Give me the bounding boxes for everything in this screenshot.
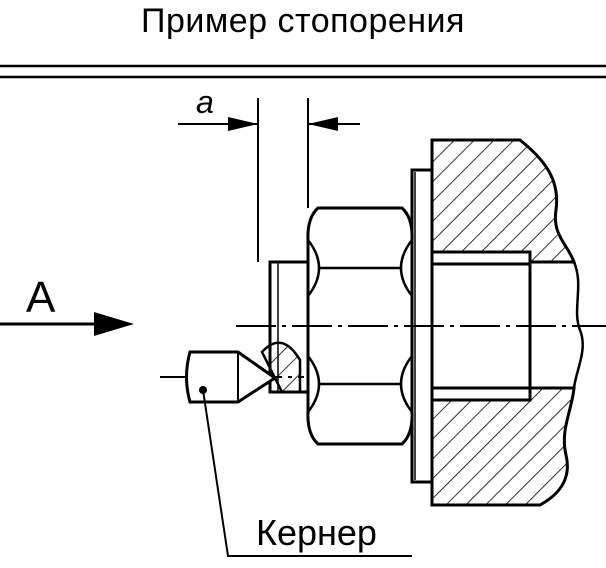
bolt-end [260, 260, 310, 394]
punch-label: Кернер [256, 512, 377, 553]
view-label: A [26, 273, 56, 322]
view-arrow [0, 312, 134, 336]
punch-tool [185, 350, 278, 404]
dimension-label: a [196, 84, 214, 120]
dimension-a [178, 98, 360, 262]
diagram-title: Пример стопорения [141, 2, 465, 40]
title-separator [0, 64, 606, 79]
punch-leader [199, 386, 412, 557]
housing-section [430, 138, 584, 507]
